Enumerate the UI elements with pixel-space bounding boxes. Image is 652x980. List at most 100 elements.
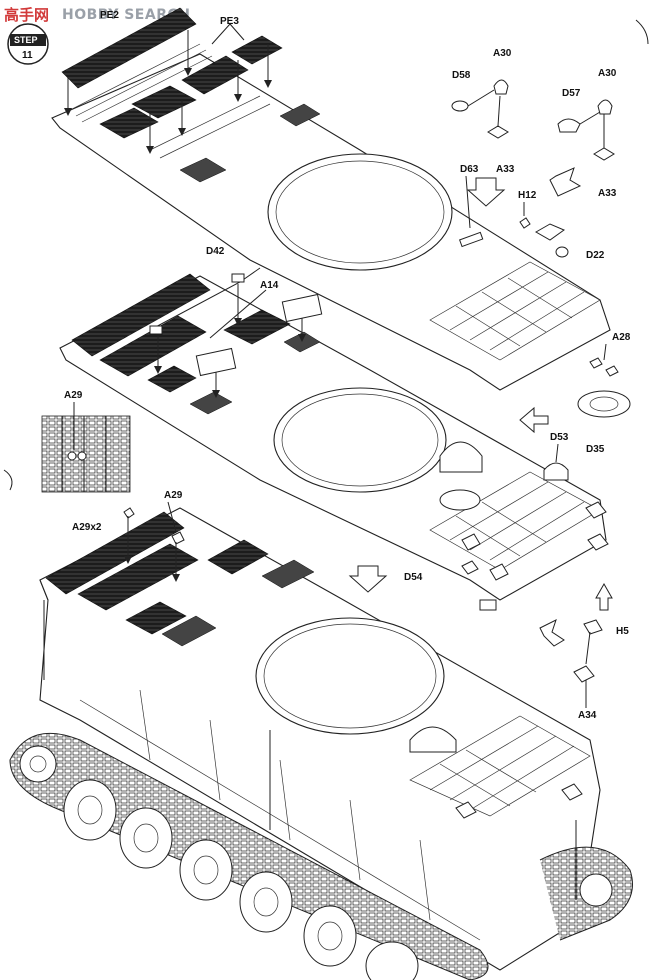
upper-deck-middle (59, 267, 607, 601)
hull-lower (39, 507, 601, 971)
sprocket-hub (29, 755, 47, 773)
part-d54-b (489, 563, 509, 581)
part-d54-c (461, 560, 479, 575)
road-wheel-4 (239, 871, 293, 933)
step-badge-bar (10, 34, 46, 46)
grille-right-middle (223, 309, 291, 345)
arrow-up-lower (595, 582, 613, 611)
label-a30-right: A30 (598, 68, 617, 79)
bracket-d42-b (149, 325, 163, 335)
turret-ring-inner-lower (263, 623, 437, 729)
part-periscope-cover (439, 441, 483, 473)
part-d54-a (461, 533, 481, 551)
parts-cluster-rear-top: D63 H12 D22 (458, 164, 605, 261)
rear-grid-top (429, 261, 601, 361)
part-d35-inner (589, 396, 619, 412)
label-d53: D53 (550, 432, 569, 443)
label-h5: H5 (616, 626, 629, 637)
grille-long-top (61, 7, 197, 89)
part-d58 (451, 100, 469, 112)
part-d35 (577, 390, 631, 418)
part-h5 (583, 619, 603, 635)
turret-ring-inner-top (275, 160, 445, 264)
part-a30-right (597, 99, 613, 115)
turret-ring-lower (255, 617, 445, 735)
part-a29-inset-a (67, 451, 77, 461)
part-a28-a (589, 357, 603, 369)
part-d63 (458, 231, 484, 248)
next-step-edge (635, 19, 649, 45)
arrow-left-middle (519, 406, 549, 434)
grille-long-middle (71, 273, 211, 357)
turret-ring-middle (273, 387, 447, 493)
hull-frame-lines (79, 689, 481, 941)
part-rear-bracket-middle-b (587, 533, 609, 551)
label-a34: A34 (578, 710, 597, 721)
part-light-lower-a (455, 801, 477, 819)
part-rear-bracket-top (534, 223, 566, 241)
watermark-chinese: 高手网 (4, 6, 49, 24)
white-arrows-top (466, 167, 582, 207)
label-a29x2: A29x2 (72, 522, 102, 533)
step-label: STEP (14, 35, 38, 45)
arrow-diag-lower (539, 619, 565, 647)
sprocket-wheel (19, 745, 57, 783)
arrows-top (64, 23, 272, 154)
watermark-english: HOBBY SEARCH (62, 7, 190, 23)
road-wheel-6 (365, 941, 419, 980)
grille-wide-lower (77, 543, 199, 611)
road-wheel-1 (63, 779, 117, 841)
part-a30-left (493, 79, 509, 95)
label-a29-inset: A29 (64, 390, 83, 401)
label-d54: D54 (404, 572, 423, 583)
label-d42: D42 (206, 246, 225, 257)
grille-pe3-b (231, 35, 283, 65)
part-a33-right (593, 147, 615, 161)
hatch-lower-a (261, 559, 315, 589)
panel-middle-b (195, 347, 237, 377)
parts-cluster-d54: D54 (404, 533, 509, 611)
hatch-middle-b (189, 391, 233, 415)
grille-right-lower (207, 539, 269, 575)
part-d53 (543, 462, 569, 481)
part-a29x2 (123, 507, 135, 519)
hatch-lower-b (161, 615, 217, 647)
grille-small-middle (147, 365, 197, 393)
arrow-down-middle (348, 565, 388, 593)
hatch-top-b (179, 157, 227, 183)
white-arrows-middle (348, 406, 613, 647)
step-badge: STEP 11 (7, 23, 49, 65)
engine-grilles-top (61, 7, 321, 183)
label-a14: A14 (260, 280, 279, 291)
arrows-middle (154, 284, 306, 398)
road-wheel-3 (179, 839, 233, 901)
part-d22 (555, 246, 569, 258)
grille-mid-top (131, 85, 197, 119)
track-inset: A29 (41, 390, 131, 493)
grille-small-lower (125, 601, 187, 635)
louvres-top (69, 43, 271, 159)
part-periscope-cover-lower (409, 726, 457, 753)
prev-step-edge (3, 469, 13, 491)
label-a29: A29 (164, 490, 183, 501)
track-left (9, 732, 489, 980)
step-number: 11 (22, 50, 33, 61)
bracket-d42-a (231, 273, 245, 283)
road-wheel-5 (303, 905, 357, 967)
running-gear (9, 732, 633, 980)
turret-ring-top (267, 153, 453, 271)
idler-wheel (579, 873, 613, 907)
part-turret-hatch-ring (439, 489, 481, 511)
label-d57: D57 (562, 88, 581, 99)
part-a29-inset-b (77, 451, 87, 461)
parts-cluster-rear-middle: A28 D35 D53 (439, 332, 631, 551)
part-a28-b (605, 365, 619, 377)
part-a33-left (487, 125, 509, 139)
part-rear-box-lower (479, 599, 497, 611)
arrow-down-top-a (466, 177, 506, 207)
grille-pe3-a (181, 55, 249, 95)
upper-deck-top (51, 7, 611, 391)
label-pe2: PE2 (100, 10, 119, 21)
road-wheel-2 (119, 807, 173, 869)
